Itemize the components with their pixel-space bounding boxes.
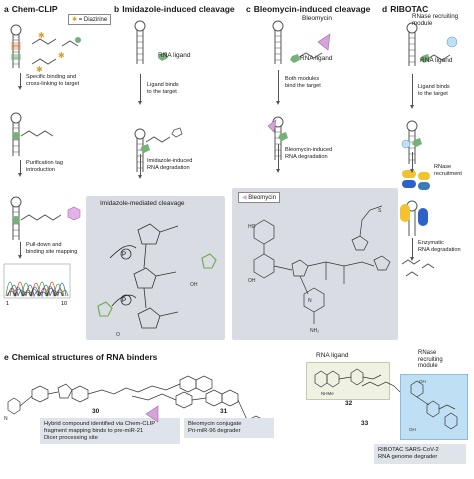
arrow-a3 [18,242,22,259]
compound-30-structure: N [4,375,213,422]
imidazole-structure: P P OH O [97,223,217,338]
c-ligand-label: RNA ligand [300,55,333,62]
chem-clip-schematic: ✱ ✱ ✱ [10,24,81,240]
purification-tag [67,206,81,221]
imidazole-green-rings [97,253,217,317]
bleomycin-box [232,188,398,340]
rnase-module-structure: OH OH [409,379,458,432]
binding-site-green [11,54,21,60]
compound-33-caption: RIBOTAC SARS-CoV-2 RNA genome degrader [374,444,466,464]
rna-ligand-box: NHMe [306,362,390,400]
step-a3: Pull-down and binding site mapping [26,242,78,255]
sequencing-trace: 1 10 [3,263,71,307]
step-a1: Specific binding and cross-linking to ta… [26,74,80,87]
compound-30-number: 30 [92,408,100,415]
svg-text:N: N [308,298,312,304]
svg-text:S: S [378,208,382,214]
arrow-a2 [18,160,22,177]
diazirine-legend: ✱ = Diazirine [68,14,112,25]
arrow-c1 [276,70,280,105]
d-module-label: RNase recruiting module [412,13,459,27]
rnase-module-circle [446,36,458,48]
c-module-label: Bleomycin [302,15,332,22]
step-a2: Purification tag introduction [26,160,64,173]
fragment-green [75,37,81,43]
linker-33 [361,381,401,393]
imidazole-schematic [134,20,183,172]
compound-32-structure: NHMe [314,368,382,396]
arrow-d1 [410,74,414,109]
svg-text:N: N [4,416,8,422]
oh-label: OH [190,282,198,288]
arrow-d2 [410,152,414,173]
d-ligand-label: RNA ligand [420,57,453,64]
svg-text:OH: OH [248,278,256,284]
arrow-a1 [18,73,22,90]
bleomycin-triangle-icon: ◀ [242,195,247,201]
axis-end: 10 [61,301,67,307]
step-c1: Both modules bind the target [285,76,321,89]
rna-fragments [401,259,435,277]
compound-30-caption: Hybrid compound identified via Chem-CLIP… [40,418,180,445]
svg-text:OH: OH [419,379,426,384]
arrow-c2 [276,144,280,173]
ligand-shape-b [158,52,168,61]
compound-32-number: 32 [345,400,353,407]
diazirine-star-3: ✱ [36,65,43,74]
svg-text:NHMe: NHMe [321,391,334,396]
rna-hairpin [10,24,22,68]
svg-text:NH₂: NH₂ [310,328,319,334]
imidazole-box [86,196,225,340]
b-ligand-label: RNA ligand [158,52,191,59]
arrow-b2 [138,154,142,179]
step-d1: Ligand binds to the target [418,84,450,97]
step-d3: Enzymatic RNA degradation [418,240,461,253]
diazirine-icon: ✱ [72,17,78,23]
step-d2: RNase recruitment [434,164,462,177]
step-c2: Bleomycin-induced RNA degradation [285,147,333,160]
crosslinked-ligand [12,132,20,140]
imidazole-box-title: Imidazole-mediated cleavage [100,200,185,207]
step-b1: Ligand binds to the target [147,82,179,95]
phosphate-p2: P [122,298,126,304]
bleomycin-box-legend: ◀ Bleomycin [238,192,280,203]
arrow-b1 [138,74,142,105]
bleomycin-triangle [317,33,331,51]
rnase-module-box: OH OH [400,374,468,440]
svg-text:OH: OH [409,427,416,432]
diazirine-star-1: ✱ [38,31,45,40]
rna-ligand-label: RNA ligand [316,352,349,359]
binding-site-orange [11,42,21,50]
compound-31-number: 31 [220,408,228,415]
imidazole-ring [171,127,183,138]
compound-31-caption: Bleomycin conjugate Pri-miR-96 degrader [184,418,274,438]
svg-text:HO: HO [248,224,256,230]
svg-text:O: O [116,332,120,338]
rnase-l-enzyme [402,170,430,190]
rnase-module-label: RNase recruiting module [418,350,443,370]
ribotac-schematic [400,22,458,277]
axis-start: 1 [6,301,9,307]
arrow-d3 [410,238,414,261]
compound-33-number: 33 [361,420,369,427]
bleomycin-mini [145,405,159,423]
diazirine-star-2: ✱ [58,51,65,60]
compound-31-structure [131,389,265,433]
phosphate-p1: P [122,252,126,258]
ligand-shape-c [290,54,300,63]
ligand-shape-d [420,54,430,63]
bleomycin-structure: N S HO OH NH₂ [248,205,391,334]
step-b2: Imidazole-induced RNA degradation [147,158,193,171]
